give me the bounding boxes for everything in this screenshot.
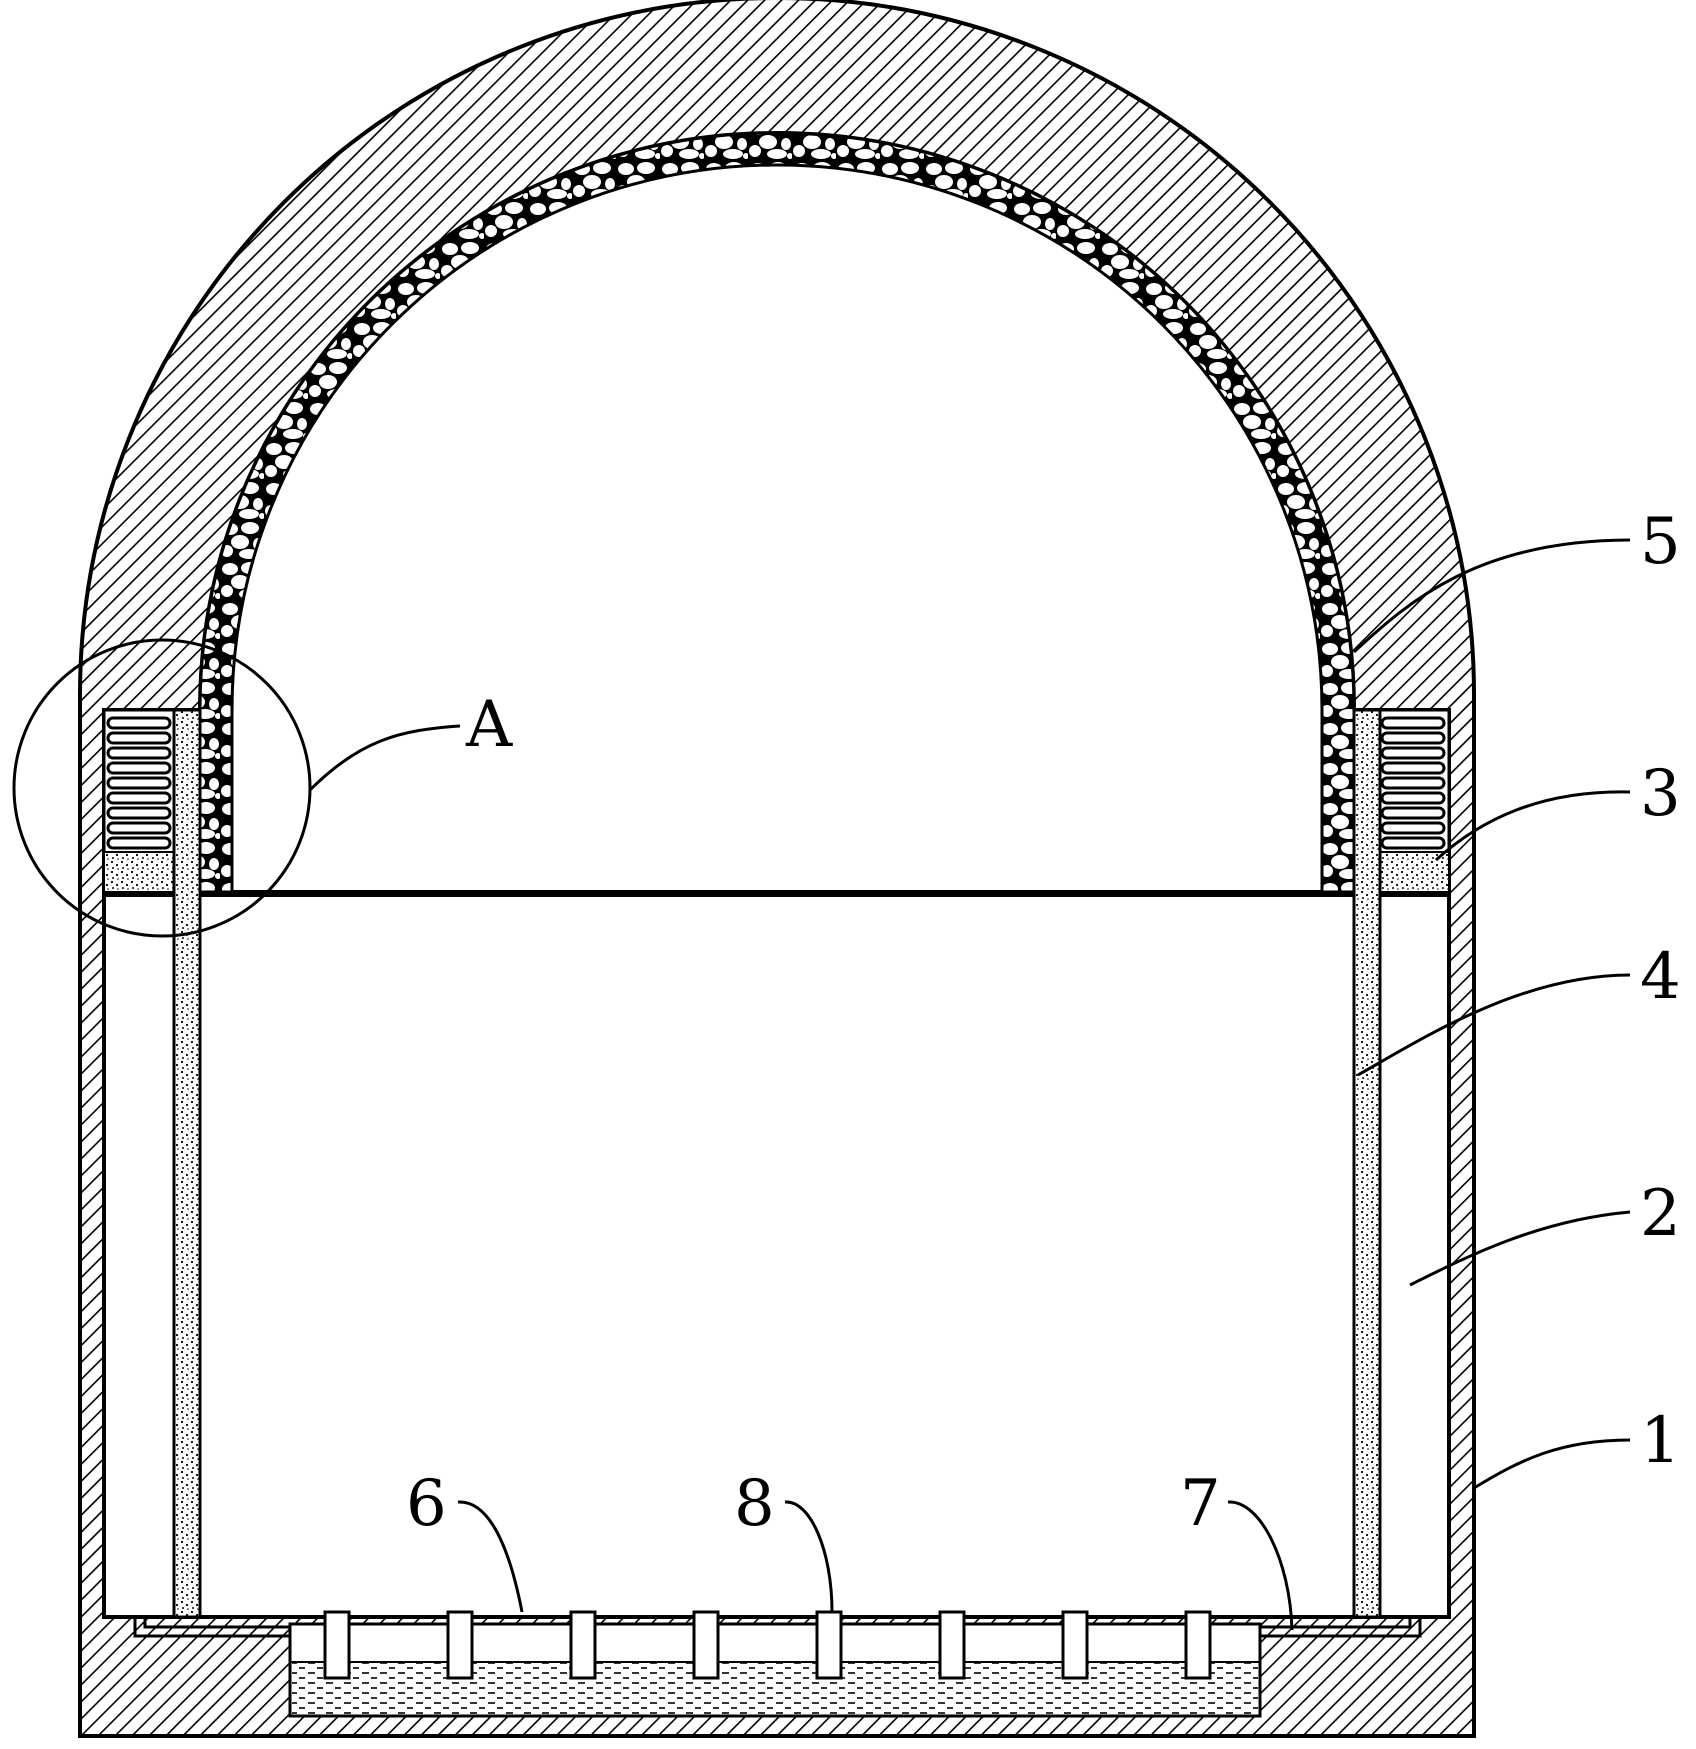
- leader-6: [457, 1500, 524, 1613]
- label-5: 5: [1640, 505, 1681, 579]
- label-6: 6: [406, 1467, 447, 1541]
- label-8: 8: [734, 1467, 775, 1541]
- post: [569, 1610, 597, 1680]
- label-2: 2: [1640, 1177, 1681, 1251]
- left-vertical-rod: [172, 708, 202, 1619]
- post-row: [323, 1610, 1212, 1680]
- base-tray-fill: [292, 1662, 1258, 1714]
- leader-7: [1227, 1500, 1294, 1631]
- label-3: 3: [1640, 757, 1681, 831]
- leader-a: [308, 724, 461, 792]
- leader-1: [1473, 1438, 1631, 1490]
- label-1: 1: [1640, 1404, 1681, 1478]
- left-spring-icon: [106, 716, 172, 850]
- leader-8: [784, 1500, 834, 1613]
- label-7: 7: [1180, 1467, 1221, 1541]
- leader-5: [1352, 538, 1631, 654]
- leader-2: [1409, 1210, 1631, 1287]
- label-4: 4: [1640, 940, 1681, 1014]
- leader-4: [1357, 973, 1631, 1077]
- right-vertical-rod: [1352, 708, 1382, 1619]
- post: [938, 1610, 966, 1680]
- post: [1184, 1610, 1212, 1680]
- right-spring-icon: [1380, 716, 1446, 850]
- base-channel-inner: [143, 1617, 1412, 1629]
- post: [1061, 1610, 1089, 1680]
- leader-3: [1434, 790, 1631, 862]
- outer-shell: [78, 0, 1476, 1738]
- post: [446, 1610, 474, 1680]
- post: [692, 1610, 720, 1680]
- post: [323, 1610, 351, 1680]
- label-a: A: [465, 688, 513, 762]
- post: [815, 1610, 843, 1680]
